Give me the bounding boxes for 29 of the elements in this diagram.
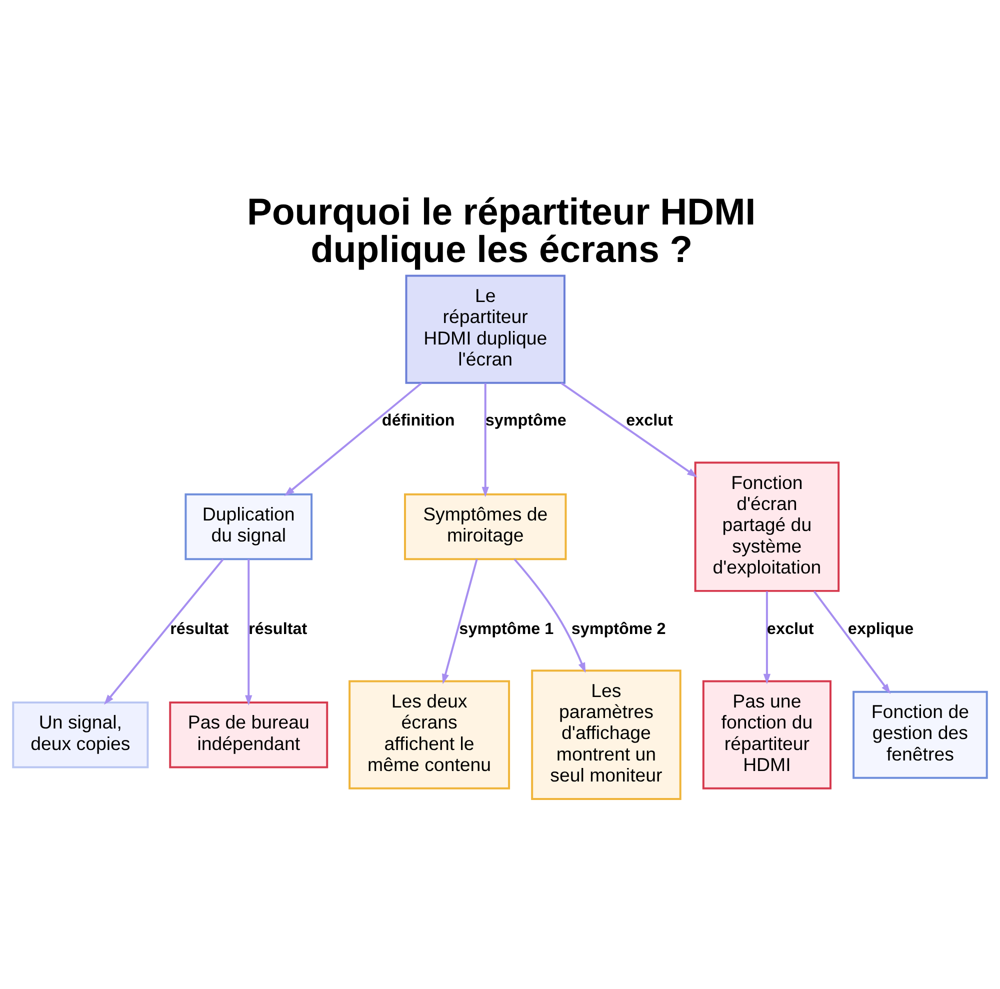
diagram-title: Pourquoi le répartiteur HDMI duplique les écrans ? xyxy=(247,190,756,270)
edge-label: symptôme 2 xyxy=(571,619,666,638)
arrow xyxy=(245,558,252,705)
edge-label: symptôme xyxy=(485,411,566,430)
edge-label: résultat xyxy=(248,619,308,638)
arrow xyxy=(813,590,891,694)
edge-label: exclut xyxy=(766,619,814,638)
edge-label: définition xyxy=(382,411,455,430)
arrow xyxy=(442,558,478,684)
node-box: Fonction d'écran partagé du système d'exploitation xyxy=(694,461,840,592)
node-box: Fonction de gestion des fenêtres xyxy=(852,690,988,778)
edge-label: résultat xyxy=(170,619,229,638)
arrow xyxy=(284,382,422,496)
arrow xyxy=(560,382,698,477)
node-box: Les deux écrans affichent le même contenu xyxy=(348,680,510,789)
node-box: Le répartiteur HDMI duplique l'écran xyxy=(405,274,566,384)
edge-label: exclut xyxy=(626,411,673,430)
node-box: Duplication du signal xyxy=(184,492,313,560)
node-box: Pas une fonction du répartiteur HDMI xyxy=(702,680,832,789)
arrow xyxy=(763,590,771,684)
node-box: Un signal, deux copies xyxy=(12,700,149,768)
node-box: Pas de bureau indépendant xyxy=(169,700,328,768)
edge-label: symptôme 1 xyxy=(459,619,554,638)
node-box: Les paramètres d'affichage montrent un seul moniteur xyxy=(531,669,682,800)
edge-label: explique xyxy=(848,619,914,638)
node-box: Symptômes de miroitage xyxy=(404,492,567,560)
arrow xyxy=(104,558,224,704)
arrow xyxy=(514,558,586,672)
arrow xyxy=(482,382,489,497)
